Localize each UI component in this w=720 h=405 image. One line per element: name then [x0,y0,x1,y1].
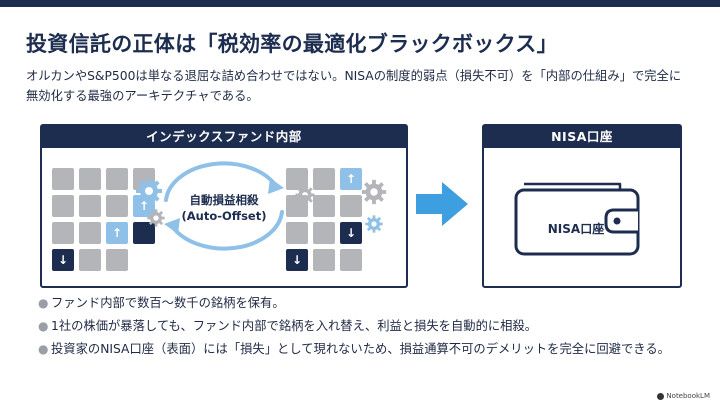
stock-cell [106,168,128,190]
stock-cell [79,222,101,244]
list-item: ●ファンド内部で数百〜数千の銘柄を保有。 [38,294,688,312]
fund-inside-header: インデックスファンド内部 [42,126,406,148]
key-points-list: ●ファンド内部で数百〜数千の銘柄を保有。 ●1社の株価が暴落しても、ファンド内部… [38,294,688,363]
stock-cell [340,195,362,217]
top-rule [0,0,720,7]
footer-brand: NotebookLM [657,392,710,400]
stock-cell [79,249,101,271]
stock-cell [286,168,308,190]
up-arrow-icon: ↑ [345,172,357,186]
cycle-arrows-icon [164,161,284,251]
list-item-text: 投資家のNISA口座（表面）には「損失」として現れないため、損益通算不可のデメリ… [51,342,670,356]
stock-cell [313,222,335,244]
gear-icon [361,179,387,205]
list-item: ●1社の株価が暴落しても、ファンド内部で銘柄を入れ替え、利益と損失を自動的に相殺… [38,317,688,335]
stock-cell [52,222,74,244]
stock-cell [52,168,74,190]
right-arrow-icon [416,182,468,226]
notebooklm-logo-icon [657,392,665,400]
down-arrow-icon: ↓ [291,253,303,267]
stock-cell-loss: ↓ [340,222,362,244]
auto-offset-label-jp: 自動損益相殺 [189,193,259,207]
page-subtitle: オルカンやS&P500は単なる退屈な詰め合わせではない。NISAの制度的弱点（損… [26,69,682,103]
gear-icon [365,215,383,233]
bullet-dot: ● [38,296,49,310]
stock-cell [52,195,74,217]
gear-icon [136,178,162,204]
stock-cell [106,195,128,217]
nisa-account-header: NISA口座 [484,126,680,148]
stock-cell [79,195,101,217]
bullet-dot: ● [38,342,49,356]
auto-offset-label: 自動損益相殺 (Auto-Offset) [162,192,286,224]
stock-cell [313,168,335,190]
wallet-icon [514,182,640,256]
list-item: ●投資家のNISA口座（表面）には「損失」として現れないため、損益通算不可のデメ… [38,340,688,358]
stock-grid-right: ↑ ↓ ↓ [286,168,362,271]
list-item-text: 1社の株価が暴落しても、ファンド内部で銘柄を入れ替え、利益と損失を自動的に相殺。 [51,319,538,333]
auto-offset-label-en: (Auto-Offset) [181,209,267,223]
gear-icon [147,209,165,227]
footer-brand-text: NotebookLM [666,392,710,400]
stock-cell-gain: ↑ [106,222,128,244]
stock-cell-loss [133,222,155,244]
stock-cell-loss: ↓ [52,249,74,271]
up-arrow-icon: ↑ [138,199,150,213]
down-arrow-icon: ↓ [57,253,69,267]
up-arrow-icon: ↑ [111,226,123,240]
stock-cell-loss: ↓ [286,249,308,271]
nisa-account-panel: NISA口座 NISA口座 [482,124,682,288]
fund-inside-panel: インデックスファンド内部 ↑ ↑ ↓ [40,124,408,288]
bullet-dot: ● [38,319,49,333]
stock-cell-gain: ↑ [340,168,362,190]
stock-cell [340,249,362,271]
stock-cell [313,195,335,217]
stock-cell [79,168,101,190]
stock-cell [286,195,308,217]
list-item-text: ファンド内部で数百〜数千の銘柄を保有。 [51,296,285,310]
down-arrow-icon: ↓ [345,226,357,240]
page-title: 投資信託の正体は「税効率の最適化ブラックボックス」 [26,32,558,56]
stock-cell [313,249,335,271]
stock-cell [286,222,308,244]
wallet-label: NISA口座 [547,222,605,236]
stock-cell [106,249,128,271]
